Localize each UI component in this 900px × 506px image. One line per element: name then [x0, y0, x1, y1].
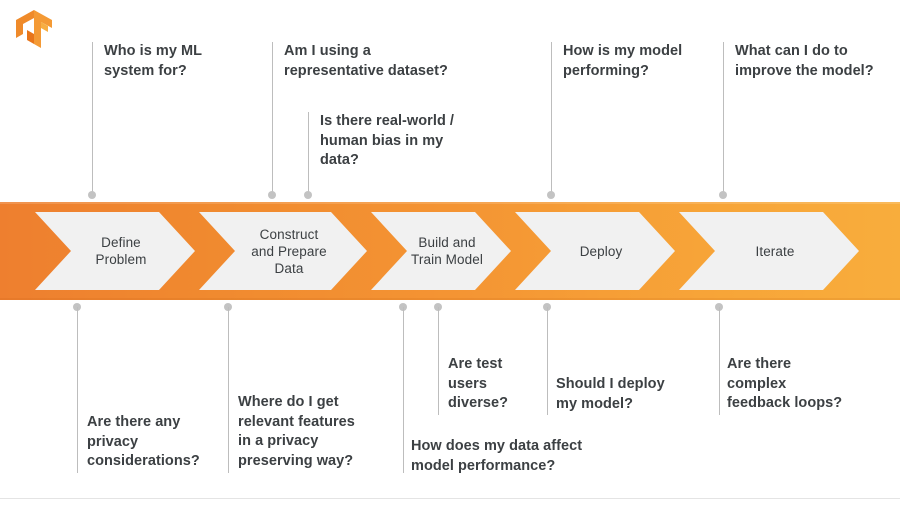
- question-above-4: How is my model performing?: [563, 43, 683, 79]
- connector-dot-above-1: [88, 191, 96, 199]
- band-bottom-edge: [0, 298, 900, 300]
- process-step-label: Construct and Prepare Data: [251, 226, 327, 276]
- connector-dot-above-4: [547, 191, 555, 199]
- question-above-1: Who is my ML system for?: [104, 43, 203, 79]
- question-above-5: What can I do to improve the model?: [735, 43, 874, 79]
- connector-line-below-2: [228, 307, 229, 473]
- connector-line-below-4: [438, 307, 439, 415]
- process-step-label: Deploy: [579, 243, 623, 259]
- connector-line-below-6: [719, 307, 720, 415]
- question-below-2: Where do I get relevant features in a pr…: [238, 394, 355, 469]
- connector-line-above-1: [92, 42, 93, 195]
- connector-dot-above-3: [304, 191, 312, 199]
- band-top-edge: [0, 202, 900, 204]
- connector-line-below-5: [547, 307, 548, 415]
- connector-line-above-3: [308, 112, 309, 195]
- connector-line-above-5: [723, 42, 724, 195]
- process-step-label: Iterate: [755, 243, 795, 259]
- connector-line-below-1: [77, 307, 78, 473]
- question-below-1: Are there any privacy considerations?: [87, 414, 200, 469]
- connector-dot-above-2: [268, 191, 276, 199]
- question-below-3: How does my data affect model performanc…: [411, 438, 583, 474]
- process-step-define-problem[interactable]: Define Problem: [35, 212, 195, 290]
- connector-dot-above-5: [719, 191, 727, 199]
- question-below-5: Should I deploy my model?: [556, 376, 665, 412]
- process-step-label: Build and Train Model: [411, 235, 483, 267]
- connector-line-above-2: [272, 42, 273, 195]
- tensorflow-logo: [14, 8, 54, 50]
- question-above-2: Am I using a representative dataset?: [284, 43, 448, 79]
- connector-line-above-4: [551, 42, 552, 195]
- question-below-4: Are test users diverse?: [448, 356, 509, 411]
- connector-line-below-3: [403, 307, 404, 473]
- question-above-3: Is there real-world / human bias in my d…: [320, 113, 455, 168]
- question-below-6: Are there complex feedback loops?: [727, 356, 843, 411]
- process-step-label: Define Problem: [95, 235, 147, 267]
- bottom-divider: [0, 498, 900, 499]
